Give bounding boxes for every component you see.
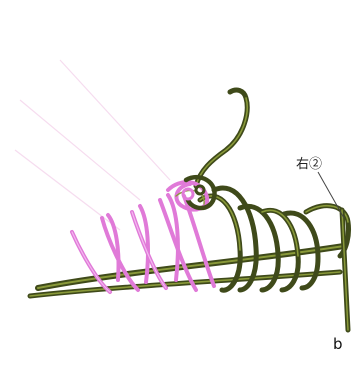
pink-guide-lines xyxy=(15,60,170,230)
hook-cord xyxy=(196,90,247,186)
leader-line xyxy=(318,172,344,218)
panel-letter-label: b xyxy=(333,335,343,353)
right-marker-label: 右② xyxy=(296,153,322,172)
knot-cluster xyxy=(168,177,215,209)
